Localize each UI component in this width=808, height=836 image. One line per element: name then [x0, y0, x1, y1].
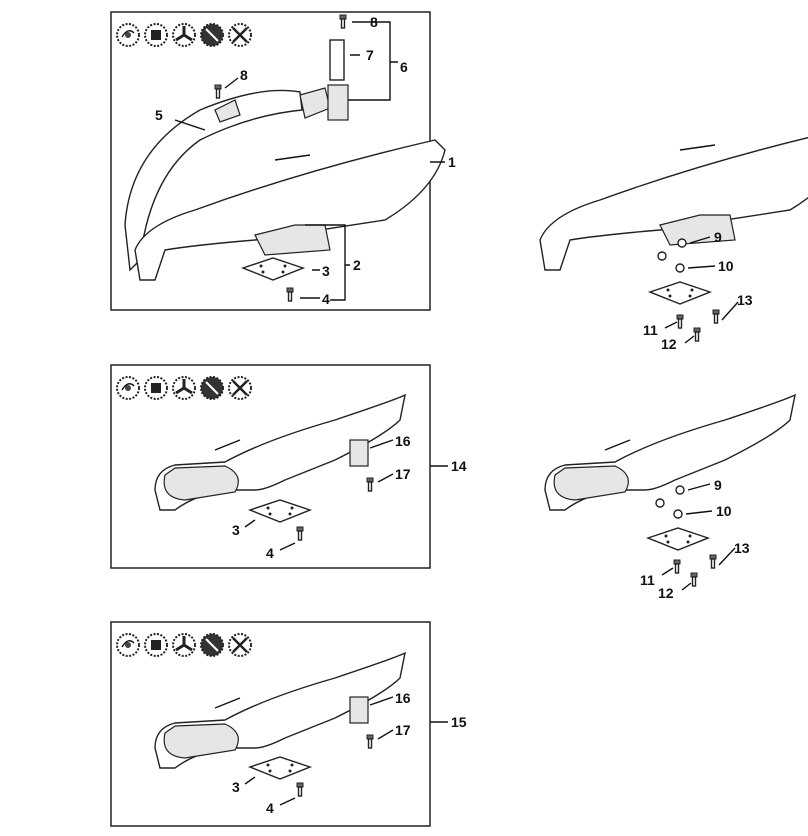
assembly-1-variant: 9 10 13 11 12	[539, 129, 808, 352]
guard-5-part	[124, 89, 303, 272]
callout-3: 3	[232, 779, 240, 795]
callout-16: 16	[395, 690, 411, 706]
callout-4: 4	[266, 800, 274, 816]
assembly-14-box: 16 17 14 3 4	[110, 364, 467, 569]
callout-13: 13	[737, 292, 753, 308]
callout-5: 5	[155, 107, 163, 123]
callout-11: 11	[643, 322, 658, 338]
callout-9: 9	[714, 229, 722, 245]
callout-10: 10	[718, 258, 734, 274]
callout-8: 8	[240, 67, 248, 83]
callout-4: 4	[266, 545, 274, 561]
callout-7: 7	[366, 47, 374, 63]
callout-3: 3	[322, 263, 330, 279]
callout-3: 3	[232, 522, 240, 538]
callout-16: 16	[395, 433, 411, 449]
assembly-15-box: 16 17 15 3 4	[110, 621, 467, 827]
callout-14: 14	[451, 458, 467, 474]
callout-1: 1	[448, 154, 456, 170]
callout-17: 17	[395, 466, 411, 482]
callout-6: 6	[400, 59, 408, 75]
callout-10: 10	[716, 503, 732, 519]
callout-2: 2	[353, 257, 361, 273]
callout-12: 12	[658, 585, 674, 601]
callout-11: 11	[640, 572, 655, 588]
callout-13: 13	[734, 540, 750, 556]
assembly-1-box: 8 7 6 8 5 1 3 2 4	[110, 11, 456, 311]
callout-12: 12	[661, 336, 677, 352]
callout-4: 4	[322, 291, 330, 307]
assembly-14-variant: 9 10 13 11 12	[544, 394, 796, 601]
callout-15: 15	[451, 714, 467, 730]
callout-8: 8	[370, 14, 378, 30]
callout-9: 9	[714, 477, 722, 493]
callout-17: 17	[395, 722, 411, 738]
